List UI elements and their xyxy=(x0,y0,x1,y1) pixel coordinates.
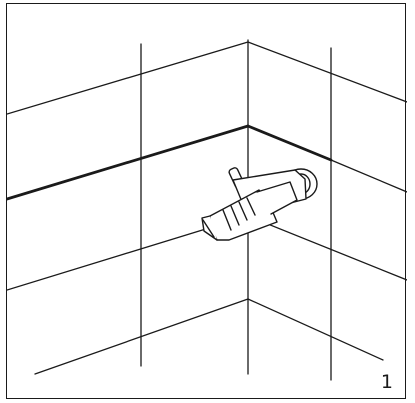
step-number-label: 1 xyxy=(380,371,393,393)
tile-corner-mounting-illustration xyxy=(7,39,407,381)
camera-icon xyxy=(201,167,318,241)
right-wall-grout-lines xyxy=(246,41,407,361)
illustration-frame: 1 xyxy=(6,3,407,399)
left-wall-grout-lines xyxy=(7,41,250,375)
